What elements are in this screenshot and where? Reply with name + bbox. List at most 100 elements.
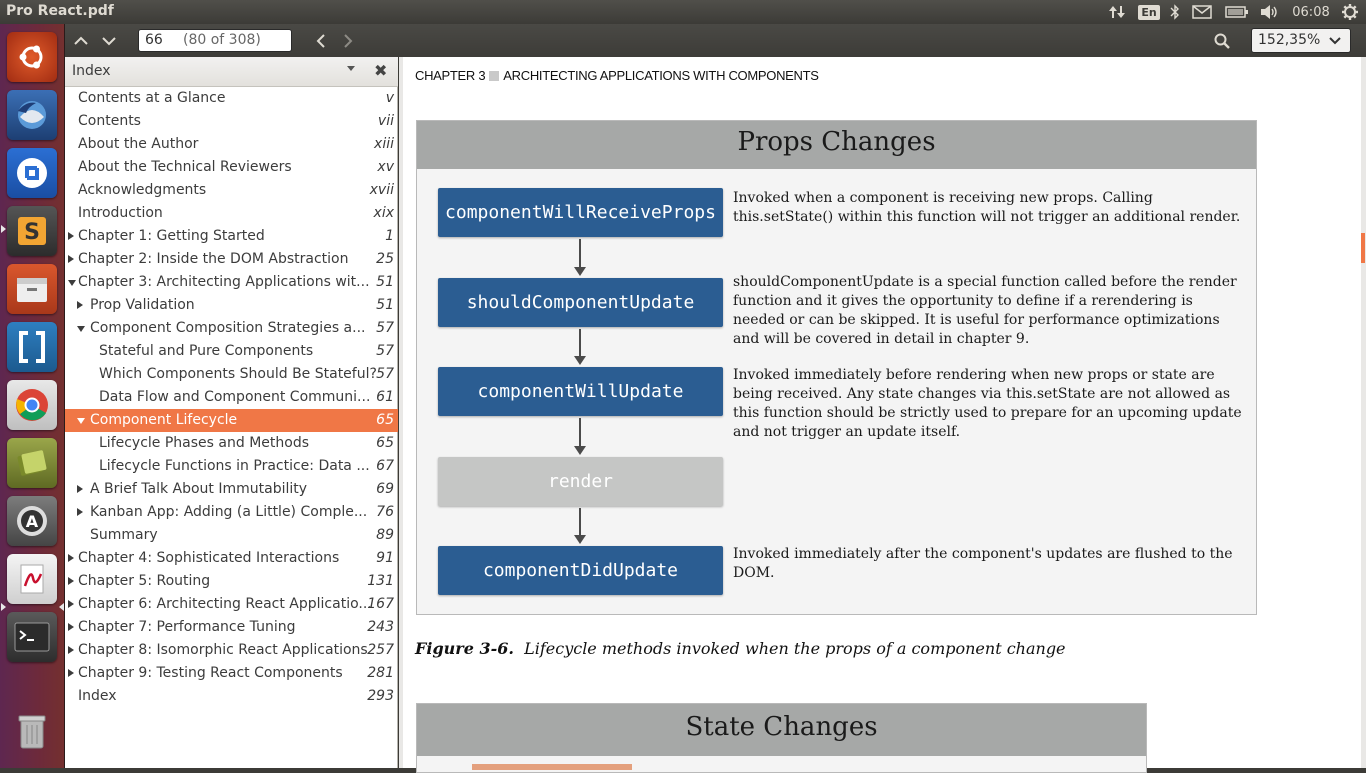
toc-item[interactable]: Kanban App: Adding (a Little) Comple...7…	[65, 501, 398, 524]
mail-icon[interactable]	[1190, 0, 1214, 24]
sidebar-header[interactable]: Index ✖	[65, 57, 398, 87]
toc-item-page: 89	[376, 527, 394, 543]
figure-caption-text: Lifecycle methods invoked when the props…	[524, 639, 1066, 658]
expander-open-icon[interactable]	[77, 326, 85, 332]
expander-closed-icon[interactable]	[68, 554, 74, 562]
sidebar-mode-dropdown-icon[interactable]	[347, 66, 355, 71]
sidebar-close-icon[interactable]: ✖	[374, 61, 388, 80]
toc-item-page: 257	[367, 642, 394, 658]
clock[interactable]: 06:08	[1290, 0, 1332, 24]
chrome-icon[interactable]	[7, 380, 57, 430]
transfer-app-icon[interactable]	[7, 148, 57, 198]
flow-arrow-head	[574, 356, 586, 365]
toc-item-label: Which Components Should Be Stateful?	[99, 366, 377, 382]
expander-closed-icon[interactable]	[77, 508, 83, 516]
zoom-select[interactable]: 152,35%	[1251, 28, 1351, 53]
network-updown-icon[interactable]	[1106, 0, 1128, 24]
toc-item[interactable]: Data Flow and Component Communi... 61	[65, 386, 398, 409]
bluetooth-icon[interactable]	[1166, 0, 1184, 24]
method-description: Invoked when a component is receiving ne…	[733, 190, 1241, 225]
files-icon[interactable]	[7, 264, 57, 314]
toc-item-label: Introduction	[78, 205, 163, 221]
figure-title: Props Changes	[737, 127, 936, 157]
expander-closed-icon[interactable]	[68, 255, 74, 263]
next-page-button[interactable]	[96, 28, 122, 53]
search-icon	[1214, 33, 1230, 49]
sidebar-title: Index	[72, 63, 111, 79]
scroll-position-indicator[interactable]	[1361, 233, 1365, 263]
toc-item-page: 51	[376, 297, 394, 313]
toc-item-page: 131	[367, 573, 394, 589]
expander-open-icon[interactable]	[68, 280, 76, 286]
ubuntu-dash-icon[interactable]	[7, 32, 57, 82]
toc-item-label: Data Flow and Component Communi...	[99, 389, 371, 405]
toc-item[interactable]: Component Composition Strategies a...57	[65, 317, 398, 340]
expander-closed-icon[interactable]	[68, 669, 74, 677]
history-back-button[interactable]	[308, 28, 334, 53]
trash-icon[interactable]	[7, 706, 57, 756]
brackets-icon[interactable]	[7, 322, 57, 372]
toc-item-page: 57	[376, 366, 394, 382]
chevron-down-icon	[1329, 37, 1341, 45]
flow-arrow-head	[574, 535, 586, 544]
expander-closed-icon[interactable]	[68, 577, 74, 585]
zoom-value: 152,35%	[1258, 32, 1321, 48]
toc-item-page: 61	[376, 389, 394, 405]
page-number-input[interactable]: 66 (80 of 308)	[138, 29, 292, 52]
previous-page-button[interactable]	[68, 28, 94, 53]
expander-closed-icon[interactable]	[68, 600, 74, 608]
search-button[interactable]	[1209, 28, 1235, 53]
toc-item-label: Component Composition Strategies a...	[90, 320, 366, 336]
toc-item[interactable]: Which Components Should Be Stateful?57	[65, 363, 398, 386]
expander-closed-icon[interactable]	[77, 485, 83, 493]
keyboard-layout-indicator[interactable]: En	[1138, 0, 1160, 24]
expander-open-icon[interactable]	[77, 418, 85, 424]
software-updater-icon[interactable]: A	[7, 496, 57, 546]
toc-item[interactable]: Chapter 6: Architecting React Applicatio…	[65, 593, 398, 616]
expander-closed-icon[interactable]	[68, 646, 74, 654]
toc-item-page: 69	[376, 481, 394, 497]
volume-icon[interactable]	[1257, 0, 1281, 24]
sublime-text-icon[interactable]: S	[7, 206, 57, 256]
expander-closed-icon[interactable]	[77, 301, 83, 309]
toc-item-page: 76	[376, 504, 394, 520]
toc-item[interactable]: Lifecycle Functions in Practice: Data ..…	[65, 455, 398, 478]
toolbar: 66 (80 of 308) 152,35%	[65, 24, 1366, 57]
figure2-title-bar: State Changes	[417, 704, 1146, 756]
history-forward-button[interactable]	[335, 28, 361, 53]
battery-icon[interactable]	[1223, 0, 1251, 24]
expander-closed-icon[interactable]	[68, 232, 74, 240]
system-gear-icon[interactable]	[1340, 0, 1360, 24]
toc-item[interactable]: Chapter 8: Isomorphic React Applications…	[65, 639, 398, 662]
books-icon[interactable]	[7, 438, 57, 488]
toc-item-label: Index	[78, 688, 117, 704]
toc-item[interactable]: Chapter 3: Architecting Applications wit…	[65, 271, 398, 294]
document-viewer-icon[interactable]	[7, 554, 57, 604]
expander-closed-icon[interactable]	[68, 623, 74, 631]
top-panel: Pro React.pdf En 06:08	[0, 0, 1366, 24]
thunderbird-icon[interactable]	[7, 90, 57, 140]
window-title: Pro React.pdf	[6, 3, 114, 19]
terminal-icon[interactable]	[7, 612, 57, 662]
chevron-right-icon	[344, 33, 353, 48]
